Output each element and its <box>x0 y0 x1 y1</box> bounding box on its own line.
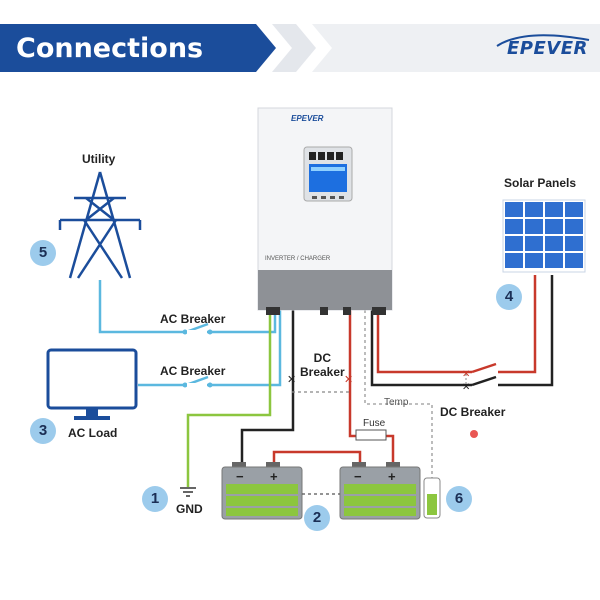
dc-breaker-right-label: DC Breaker <box>440 405 506 419</box>
ground-symbol <box>180 487 196 497</box>
battery-link-wire <box>272 450 362 466</box>
ac-breaker-1-label: AC Breaker <box>160 312 226 326</box>
battery-right-icon <box>339 462 421 520</box>
gnd-label: GND <box>176 502 203 516</box>
logo-swoosh <box>496 34 590 47</box>
marker-2: 2 <box>304 505 330 531</box>
dc-breaker-pos-mark: ✕ <box>344 373 353 386</box>
battery-negative-wire <box>240 310 295 466</box>
fuse-symbol <box>355 429 387 441</box>
utility-label: Utility <box>82 152 116 166</box>
ground-wire <box>186 310 272 487</box>
ac-load-monitor-icon <box>46 348 138 420</box>
battery-left-icon <box>221 462 303 520</box>
dc-breaker-neg-mark: ✕ <box>287 373 296 386</box>
svg-text:✕: ✕ <box>462 382 470 393</box>
battery-right-plus: + <box>388 469 396 484</box>
page-title: Connections <box>16 33 204 64</box>
ac-load-label: AC Load <box>68 426 118 440</box>
temp-sensor-wire <box>364 310 433 478</box>
battery-left-plus: + <box>270 469 278 484</box>
ac-breaker-1-symbol <box>182 322 213 335</box>
solar-panel-icon <box>502 199 586 273</box>
marker-4: 4 <box>496 284 522 310</box>
marker-5: 5 <box>30 240 56 266</box>
battery-right-minus: − <box>354 469 362 484</box>
solar-panels-label: Solar Panels <box>504 176 577 190</box>
temp-label: Temp <box>384 397 409 408</box>
dc-breaker-left-label: DC Breaker <box>300 351 345 379</box>
brand-logo: EPEVER <box>507 38 588 59</box>
inverter-brand: EPEVER <box>291 114 324 123</box>
inverter-label: INVERTER / CHARGER <box>265 256 331 262</box>
dc-breaker-right-symbol: ✕ ✕ <box>462 362 498 393</box>
battery-left-minus: − <box>236 469 244 484</box>
cursor-dot <box>470 430 478 438</box>
marker-6: 6 <box>446 486 472 512</box>
marker-1: 1 <box>142 486 168 512</box>
header-banner <box>0 24 276 72</box>
utility-tower-icon <box>58 171 142 279</box>
fuse-label: Fuse <box>363 418 386 429</box>
marker-3: 3 <box>30 418 56 444</box>
solar-positive-wire <box>376 275 537 374</box>
header-chevron <box>272 24 316 72</box>
temp-sensor-icon <box>423 477 441 519</box>
solar-negative-wire <box>370 275 554 387</box>
inverter-unit <box>257 107 393 315</box>
ac-breaker-2-label: AC Breaker <box>160 364 226 378</box>
ac-breaker-2-symbol <box>182 375 213 388</box>
